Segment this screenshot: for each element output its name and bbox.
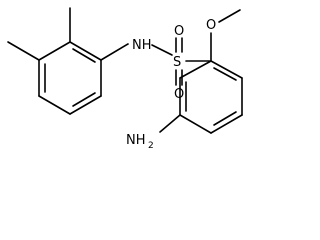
ring-to-nh-bond — [100, 43, 129, 61]
ring-a-bond-4 — [38, 95, 71, 115]
ring-a-double-1 — [72, 48, 96, 63]
oxygen-bottom-label: O — [174, 87, 184, 102]
amino-subscript: 2 — [148, 141, 154, 151]
nh-to-s-bond — [151, 44, 173, 56]
oxygen-top-label: O — [174, 24, 184, 39]
ring-b-bond-4 — [179, 114, 212, 134]
ring-a-bond-1 — [69, 41, 102, 61]
dimethylphenyl-ring — [38, 41, 102, 115]
structure-canvas: NH S O O O NH 2 — [7, 7, 243, 151]
ring-a-bond-3 — [69, 95, 102, 115]
ring-b-bond-1 — [210, 60, 243, 79]
ring-b-double-1 — [213, 67, 237, 81]
methoxy-aminophenyl-ring — [179, 60, 243, 134]
methyl-bond-left — [7, 41, 40, 61]
ring-b-bond-6 — [179, 60, 212, 79]
ring-b-double-2 — [213, 111, 237, 126]
ring-b-bond-3 — [210, 114, 243, 134]
nh-label: NH — [132, 38, 152, 53]
ring-a-bond-6 — [38, 41, 71, 61]
amino-label: NH — [126, 133, 146, 148]
sulfur-label: S — [173, 55, 181, 70]
methoxy-oxygen-label: O — [206, 18, 216, 33]
ring-a-double-2 — [72, 92, 96, 107]
chemical-structure: NH S O O O NH 2 — [7, 7, 243, 151]
ring-to-amino-bond — [159, 114, 181, 133]
methoxy-methyl-bond — [218, 9, 241, 23]
